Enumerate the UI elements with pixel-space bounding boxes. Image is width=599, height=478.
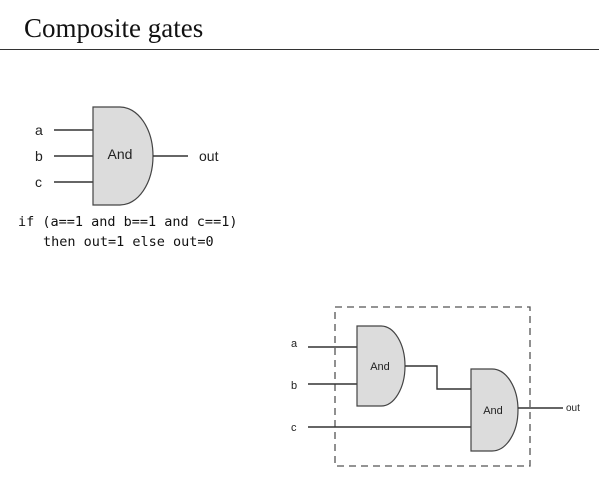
code-result-line: then out=1 else out=0 — [43, 234, 214, 250]
impl-gate-2-body — [470, 368, 519, 452]
impl-input-label-b: b — [291, 380, 297, 392]
impl-gate-1-label: And — [370, 361, 390, 373]
impl-internal-wire — [405, 365, 471, 390]
impl-output-label: out — [566, 403, 580, 414]
abstract-input-label-a: a — [35, 122, 43, 138]
abstract-and-gate: a b c And out — [35, 106, 219, 206]
code-condition-line: if (a==1 and b==1 and c==1) — [18, 214, 238, 230]
abstract-gate-label: And — [108, 146, 133, 162]
chip-boundary — [334, 306, 531, 467]
implementation-circuit: a b c And And out — [291, 306, 580, 467]
abstract-output-label: out — [199, 148, 219, 164]
impl-input-label-c: c — [291, 422, 297, 434]
impl-input-label-a: a — [291, 338, 298, 350]
abstract-input-label-b: b — [35, 148, 43, 164]
abstract-input-label-c: c — [35, 174, 42, 190]
slide-title: Composite gates — [24, 13, 204, 43]
impl-gate-1-body — [356, 325, 406, 407]
title-divider — [0, 49, 599, 50]
abstract-gate-body — [92, 106, 154, 206]
impl-gate-2-label: And — [483, 405, 503, 417]
